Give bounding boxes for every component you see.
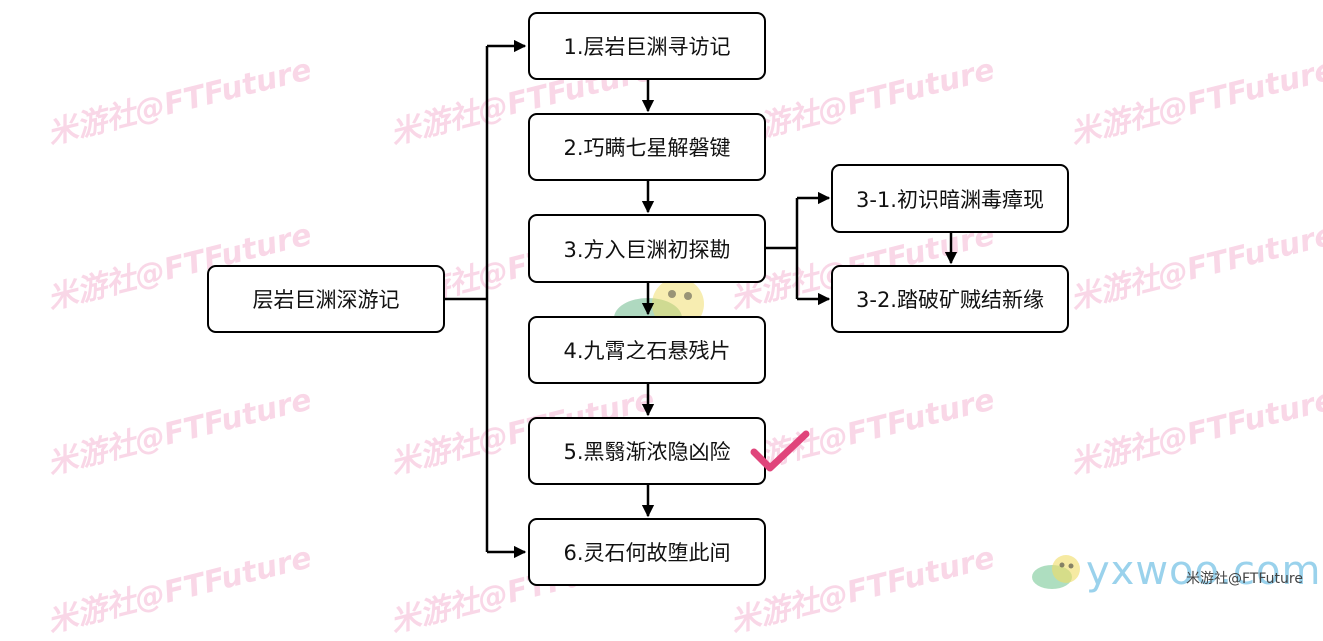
substep-node-label: 3-1.初识暗渊毒瘴现 xyxy=(856,187,1044,212)
step-node-3: 3.方入巨渊初探勘 xyxy=(528,214,766,283)
substep-node-2: 3-2.踏破矿贼结新缘 xyxy=(831,265,1069,333)
brand-logo: yxwoo.com xyxy=(1030,548,1321,594)
step-node-label: 5.黑翳渐浓隐凶险 xyxy=(563,440,731,464)
step-node-label: 4.九霄之石悬残片 xyxy=(563,339,731,363)
step-node-1: 1.层岩巨渊寻访记 xyxy=(528,12,766,80)
step-node-label: 6.灵石何故堕此间 xyxy=(563,541,731,565)
credit-text: 米游社@FTFuture xyxy=(1186,571,1303,587)
connector-lines xyxy=(445,39,958,559)
step-node-4: 4.九霄之石悬残片 xyxy=(528,316,766,384)
checkmark-icon xyxy=(750,430,810,472)
root-node: 层岩巨渊深游记 xyxy=(207,265,445,333)
root-node-label: 层岩巨渊深游记 xyxy=(252,288,400,312)
substep-node-1: 3-1.初识暗渊毒瘴现 xyxy=(831,164,1069,233)
step-node-2: 2.巧瞒七星解磐键 xyxy=(528,113,766,181)
snail-logo-icon xyxy=(1032,555,1080,589)
step-node-label: 2.巧瞒七星解磐键 xyxy=(563,136,731,160)
step-node-5: 5.黑翳渐浓隐凶险 xyxy=(528,417,766,485)
substep-node-label: 3-2.踏破矿贼结新缘 xyxy=(856,288,1044,312)
diagram-canvas: 米游社@FTFuture 米游社@FTFuture 米游社@FTFuture 米… xyxy=(44,12,1323,640)
step-node-label: 3.方入巨渊初探勘 xyxy=(563,237,731,262)
step-node-6: 6.灵石何故堕此间 xyxy=(528,518,766,586)
step-node-label: 1.层岩巨渊寻访记 xyxy=(563,35,731,59)
brand-text: yxwoo.com xyxy=(1086,548,1322,594)
